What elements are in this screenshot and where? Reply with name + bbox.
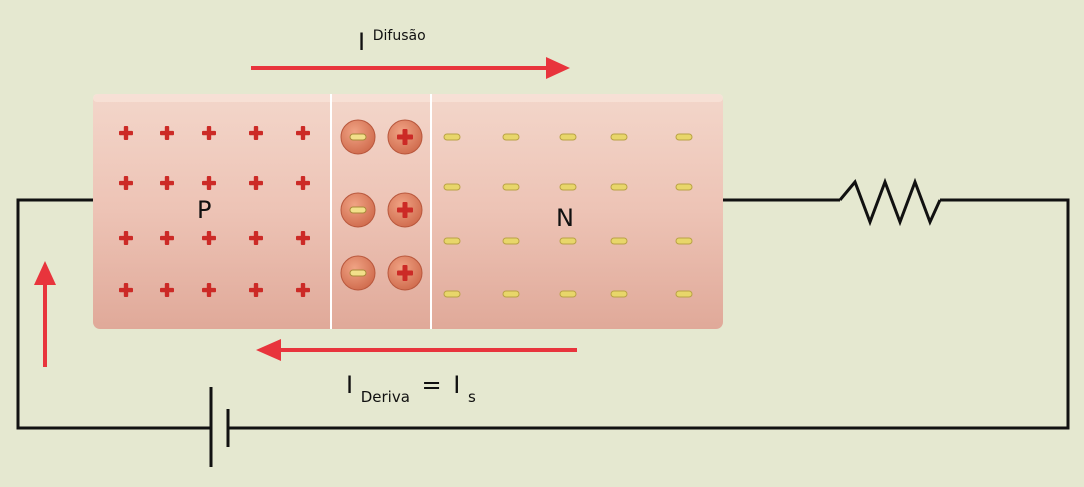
minus-sign	[502, 133, 520, 141]
minus-sign	[502, 290, 520, 298]
plus-sign	[119, 126, 133, 140]
minus-sign	[675, 183, 693, 191]
negative-ion-icon	[340, 255, 376, 291]
minus-sign	[610, 237, 628, 245]
battery-icon	[209, 387, 230, 467]
region-n-label: N	[556, 204, 574, 232]
saturation-current-symbol: I	[453, 371, 460, 399]
equals-sign: =	[422, 371, 442, 399]
plus-sign	[119, 231, 133, 245]
diffusion-current-subscript: Difusão	[373, 28, 426, 44]
minus-sign	[610, 133, 628, 141]
plus-sign	[249, 283, 263, 297]
positive-ion-icon	[387, 192, 423, 228]
minus-sign	[610, 183, 628, 191]
drift-current-symbol: I	[346, 371, 353, 399]
region-p-label: P	[197, 196, 211, 224]
minus-sign	[675, 237, 693, 245]
plus-sign	[202, 283, 216, 297]
minus-sign	[443, 183, 461, 191]
positive-ion-icon	[387, 119, 423, 155]
plus-sign	[202, 176, 216, 190]
plus-sign	[296, 231, 310, 245]
plus-sign	[160, 231, 174, 245]
diffusion-current-label: I Difusão	[358, 28, 426, 56]
minus-sign	[443, 237, 461, 245]
plus-sign	[249, 126, 263, 140]
minus-sign	[502, 237, 520, 245]
circuit-current-arrow	[34, 261, 56, 367]
plus-sign	[119, 176, 133, 190]
plus-sign	[296, 126, 310, 140]
holes-group	[119, 126, 310, 297]
negative-ion-icon	[340, 192, 376, 228]
circuit-wire	[16, 198, 1070, 430]
drift-current-subscript: Deriva	[361, 388, 410, 406]
minus-sign	[559, 133, 577, 141]
minus-sign	[559, 290, 577, 298]
electrons-group	[443, 133, 693, 298]
minus-sign	[443, 290, 461, 298]
saturation-current-subscript: s	[468, 388, 476, 406]
minus-sign	[610, 290, 628, 298]
plus-sign	[397, 265, 413, 281]
plus-sign	[119, 283, 133, 297]
plus-sign	[202, 126, 216, 140]
minus-sign	[443, 133, 461, 141]
minus-sign	[502, 183, 520, 191]
plus-sign	[160, 283, 174, 297]
minus-sign	[559, 237, 577, 245]
plus-sign	[160, 176, 174, 190]
drift-current-equation: I Deriva = I s	[346, 371, 476, 408]
diffusion-current-symbol: I	[358, 28, 365, 56]
negative-ion-icon	[340, 119, 376, 155]
minus-sign	[675, 133, 693, 141]
minus-sign	[559, 183, 577, 191]
plus-sign	[249, 231, 263, 245]
depletion-ions-group	[340, 119, 423, 291]
plus-sign	[397, 202, 413, 218]
plus-sign	[397, 129, 413, 145]
positive-ion-icon	[387, 255, 423, 291]
plus-sign	[296, 176, 310, 190]
plus-sign	[296, 283, 310, 297]
plus-sign	[249, 176, 263, 190]
minus-sign	[675, 290, 693, 298]
drift-current-arrow	[256, 339, 577, 361]
diffusion-current-arrow	[251, 57, 570, 79]
plus-sign	[202, 231, 216, 245]
resistor-icon	[838, 177, 942, 227]
plus-sign	[160, 126, 174, 140]
